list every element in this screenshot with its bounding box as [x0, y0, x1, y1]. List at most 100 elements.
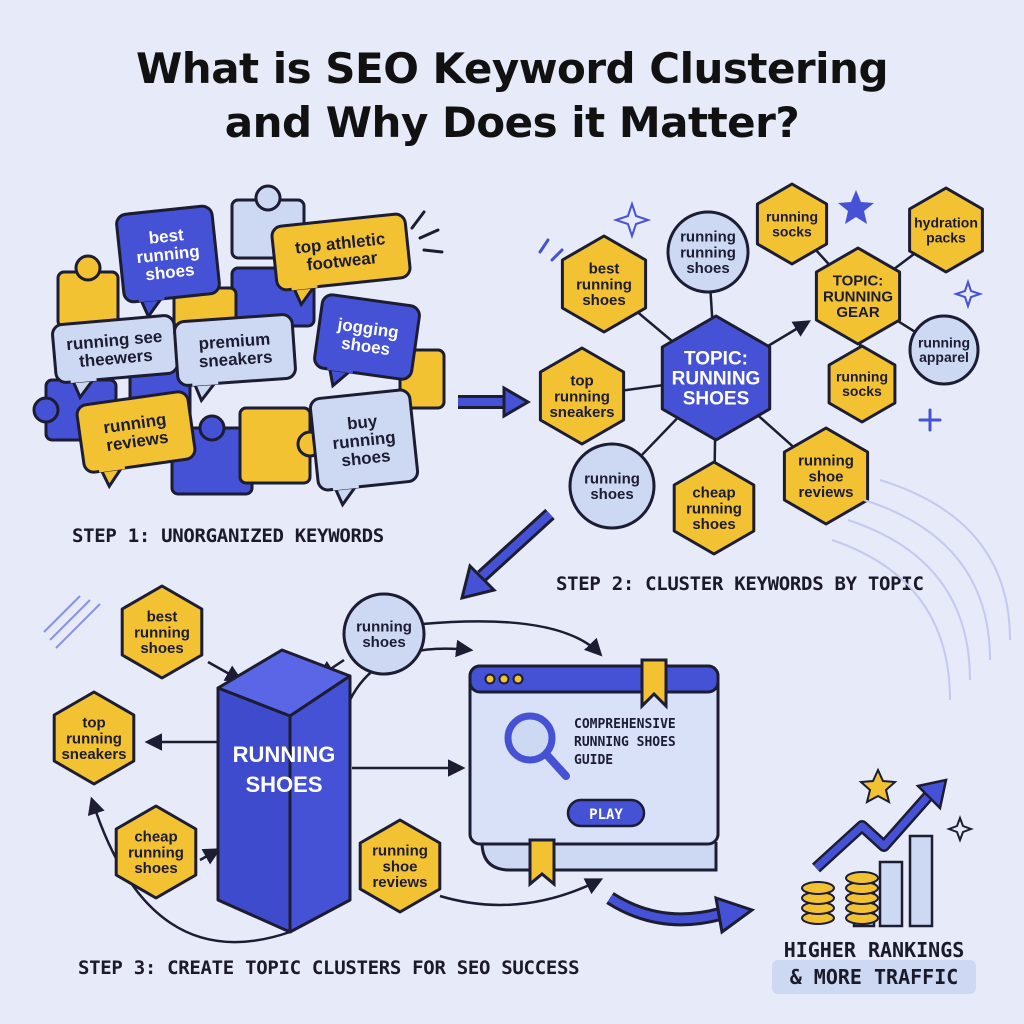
play-button[interactable]: PLAY — [566, 798, 646, 828]
bubble-body — [270, 212, 412, 292]
node-shape — [120, 584, 204, 680]
node-label-line: running — [584, 470, 640, 487]
bubble-tail-join — [70, 374, 97, 383]
step3-edges — [87, 620, 604, 944]
arrow-step2-to-step3 — [459, 508, 555, 601]
node-label-line: reviews — [798, 484, 853, 501]
node-label-line: shoes — [590, 486, 633, 503]
guide-book — [468, 658, 720, 888]
node-shape — [114, 804, 198, 900]
magnifier-icon — [504, 712, 570, 780]
hub-link-edge — [767, 320, 812, 348]
node-label-line: running — [372, 843, 428, 860]
bubble-tail-join — [191, 378, 219, 387]
node-shape — [538, 346, 626, 446]
node-shape — [568, 442, 656, 530]
arrow-to-results — [606, 892, 756, 935]
node-label-line: packs — [926, 229, 966, 245]
trend-arrow-icon — [811, 778, 948, 873]
node-label-line: running — [134, 624, 190, 641]
node-label-line: shoes — [140, 640, 183, 657]
node-label-line: best — [148, 225, 185, 248]
bubble-body — [75, 390, 197, 474]
node-label-line: running — [554, 388, 610, 405]
pillar-label-line1: RUNNING — [233, 742, 336, 767]
bubble-tail-join — [332, 481, 359, 491]
node-label-line: running — [66, 730, 122, 747]
node-label-line: running — [918, 335, 970, 351]
node-shape — [560, 234, 648, 334]
node-label-line: shoes — [692, 516, 735, 533]
node-label-line: shoes — [362, 634, 405, 651]
node-label-line: cheap — [134, 829, 177, 846]
node-label-line: running — [686, 500, 742, 517]
node-label-line: sneakers — [549, 404, 614, 421]
node-label-line: best — [589, 261, 620, 278]
bubble-body — [115, 204, 221, 304]
bubble-tail-join — [138, 293, 165, 303]
node-label-line: premium — [198, 329, 271, 353]
node-label-line: shoes — [582, 292, 625, 309]
node-label-line: reviews — [372, 874, 427, 891]
topic-link-edge — [421, 620, 603, 657]
step1-sparkle-icon — [410, 210, 444, 254]
node-shape — [755, 182, 829, 266]
results-line-2: & MORE TRAFFIC — [790, 965, 959, 989]
bubble-tail-join — [327, 363, 354, 374]
topic-link-edge — [87, 796, 291, 944]
node-shape — [908, 186, 984, 274]
bubble-tail-join — [98, 462, 126, 473]
node-label-line: TOPIC: — [833, 273, 884, 290]
node-label-line: running — [576, 276, 632, 293]
node-label-line: RUNNING — [823, 288, 893, 305]
play-button-label: PLAY — [589, 807, 623, 823]
node-label-line: buy — [346, 411, 379, 433]
node-label-line: running — [798, 453, 854, 470]
node-label-line: running — [128, 844, 184, 861]
node-label-line: running — [836, 369, 888, 385]
arrow-step1-to-step2 — [458, 385, 531, 419]
bubble-body — [313, 293, 421, 381]
node-label-line: shoes — [134, 860, 177, 877]
guide-title-line3: GUIDE — [574, 753, 613, 768]
coin-stacks-icon — [801, 871, 879, 925]
guide-title-line1: COMPREHENSIVE — [574, 717, 676, 732]
node-shape — [666, 210, 750, 294]
sparkle-icon — [946, 815, 974, 843]
node-label-line: shoe — [808, 468, 843, 485]
node-shape — [358, 818, 442, 914]
bubble-body — [173, 313, 297, 387]
results-highlight — [772, 960, 976, 994]
star-icon — [858, 767, 898, 804]
topic-link-edge — [439, 878, 604, 907]
node-shape — [660, 314, 772, 442]
node-label-line: running — [766, 209, 818, 225]
node-shape — [342, 592, 426, 676]
node-label-line: apparel — [919, 349, 969, 365]
node-label-line: hydration — [914, 215, 978, 231]
node-label-line: cheap — [692, 485, 735, 502]
bubble-body — [308, 388, 420, 492]
step2-sparkles — [612, 190, 984, 310]
node-label-line: running — [680, 229, 736, 246]
node-label-line: best — [147, 609, 178, 626]
